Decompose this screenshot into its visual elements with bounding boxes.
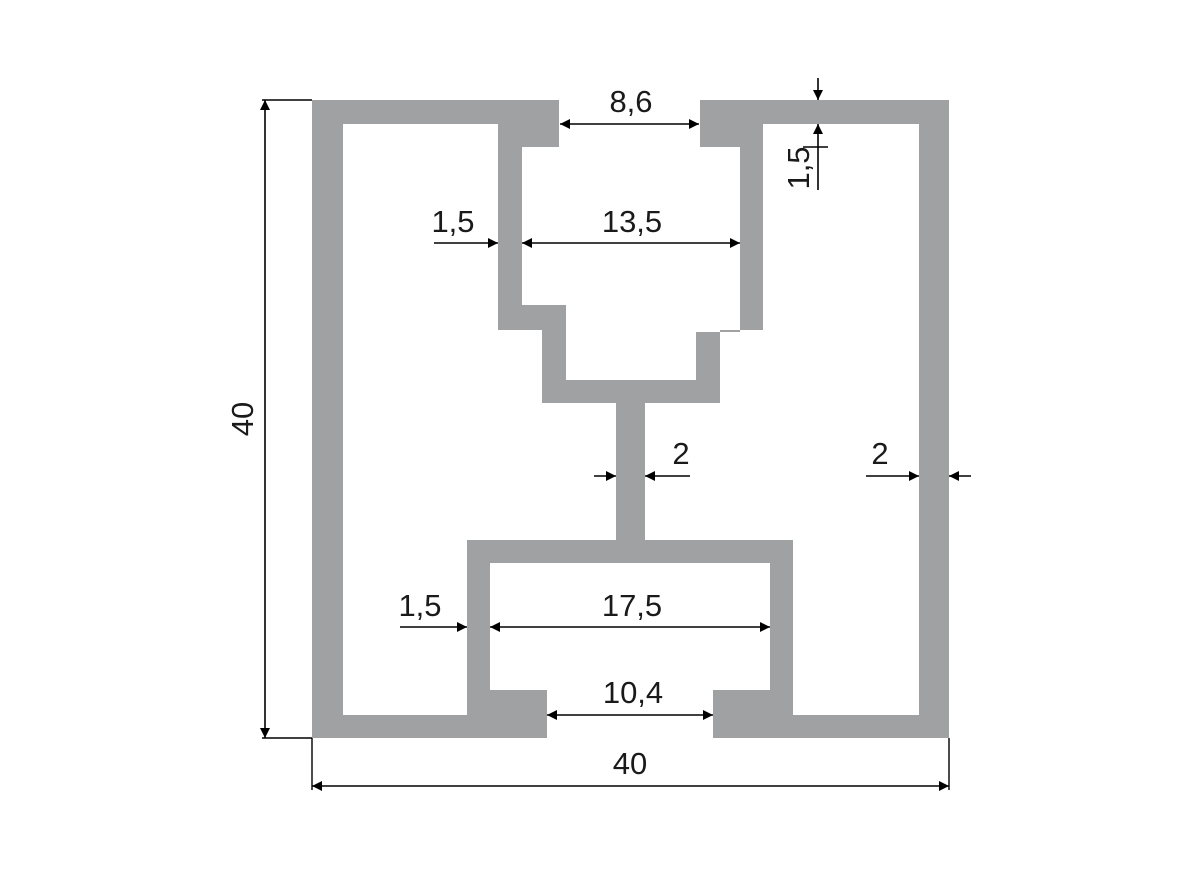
dimension-lower-channel: 1,5 17,5 — [398, 588, 770, 632]
label-top-slot: 8,6 — [609, 84, 652, 119]
dimension-top-slot: 8,6 — [560, 84, 699, 129]
label-side-wall: 2 — [871, 436, 888, 471]
label-lower-channel-width: 17,5 — [602, 588, 662, 623]
dimension-center-web: 2 — [594, 436, 690, 481]
label-bottom-slot: 10,4 — [603, 675, 663, 710]
dimension-side-wall: 2 — [866, 436, 971, 481]
label-upper-channel-wall: 1,5 — [431, 204, 474, 239]
dimension-upper-channel: 1,5 13,5 — [431, 204, 740, 248]
label-lower-channel-wall: 1,5 — [398, 588, 441, 623]
dimension-outer-height: 40 — [225, 99, 312, 739]
dimension-outer-width: 40 — [311, 738, 950, 791]
dimension-top-wall: 1,5 — [781, 78, 828, 190]
label-center-web: 2 — [672, 436, 689, 471]
label-top-wall: 1,5 — [781, 146, 816, 189]
aluminium-profile — [312, 100, 949, 738]
dimension-bottom-slot: 10,4 — [547, 675, 713, 720]
label-outer-width: 40 — [613, 746, 647, 781]
label-outer-height: 40 — [225, 402, 260, 436]
label-upper-channel-width: 13,5 — [602, 204, 662, 239]
